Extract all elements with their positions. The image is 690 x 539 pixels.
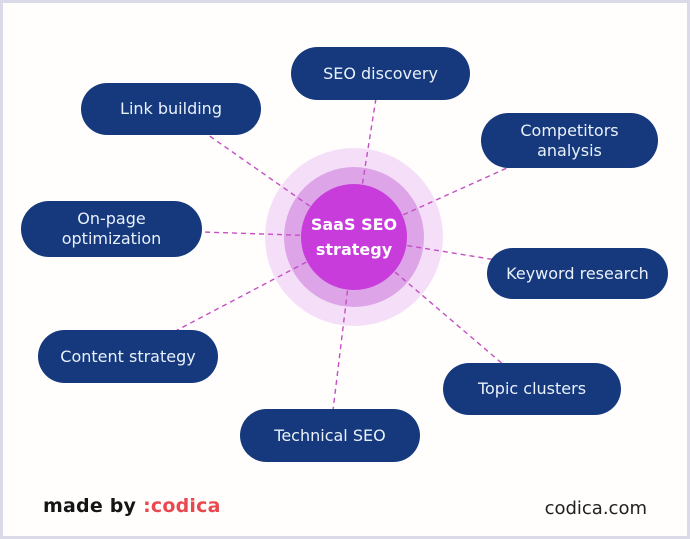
node-label: Keyword research [506, 263, 649, 283]
website-url: codica.com [545, 498, 647, 519]
center-node-saas-seo-strategy: SaaS SEO strategy [301, 184, 407, 290]
node-competitors-analysis: Competitors analysis [481, 113, 658, 168]
node-label: Competitors analysis [520, 120, 619, 160]
node-label: SEO discovery [323, 63, 438, 83]
made-by-credit: made by :codica [43, 495, 221, 517]
node-link-building: Link building [81, 83, 261, 135]
center-node-label-line1: SaaS SEO [310, 215, 398, 234]
node-topic-clusters: Topic clusters [443, 363, 621, 415]
node-label: Content strategy [60, 346, 196, 366]
node-label: On-page optimization [61, 209, 162, 248]
node-technical-seo: Technical SEO [240, 409, 420, 462]
node-keyword-research: Keyword research [487, 248, 668, 299]
connector-line-technical-seo [329, 236, 355, 436]
center-node-label-line2: strategy [315, 240, 393, 259]
node-label: Topic clusters [477, 379, 587, 398]
node-seo-discovery: SEO discovery [291, 47, 470, 100]
codica-logo: :codica [143, 495, 221, 517]
node-on-page-optimization: On-page optimization [21, 201, 202, 257]
node-content-strategy: Content strategy [38, 330, 218, 383]
node-label: Link building [120, 99, 222, 118]
connector-line-content-strategy [127, 236, 355, 357]
website-url-text: codica.com [544, 498, 647, 519]
node-label: Technical SEO [274, 425, 386, 445]
made-by-text: made by [43, 495, 137, 517]
